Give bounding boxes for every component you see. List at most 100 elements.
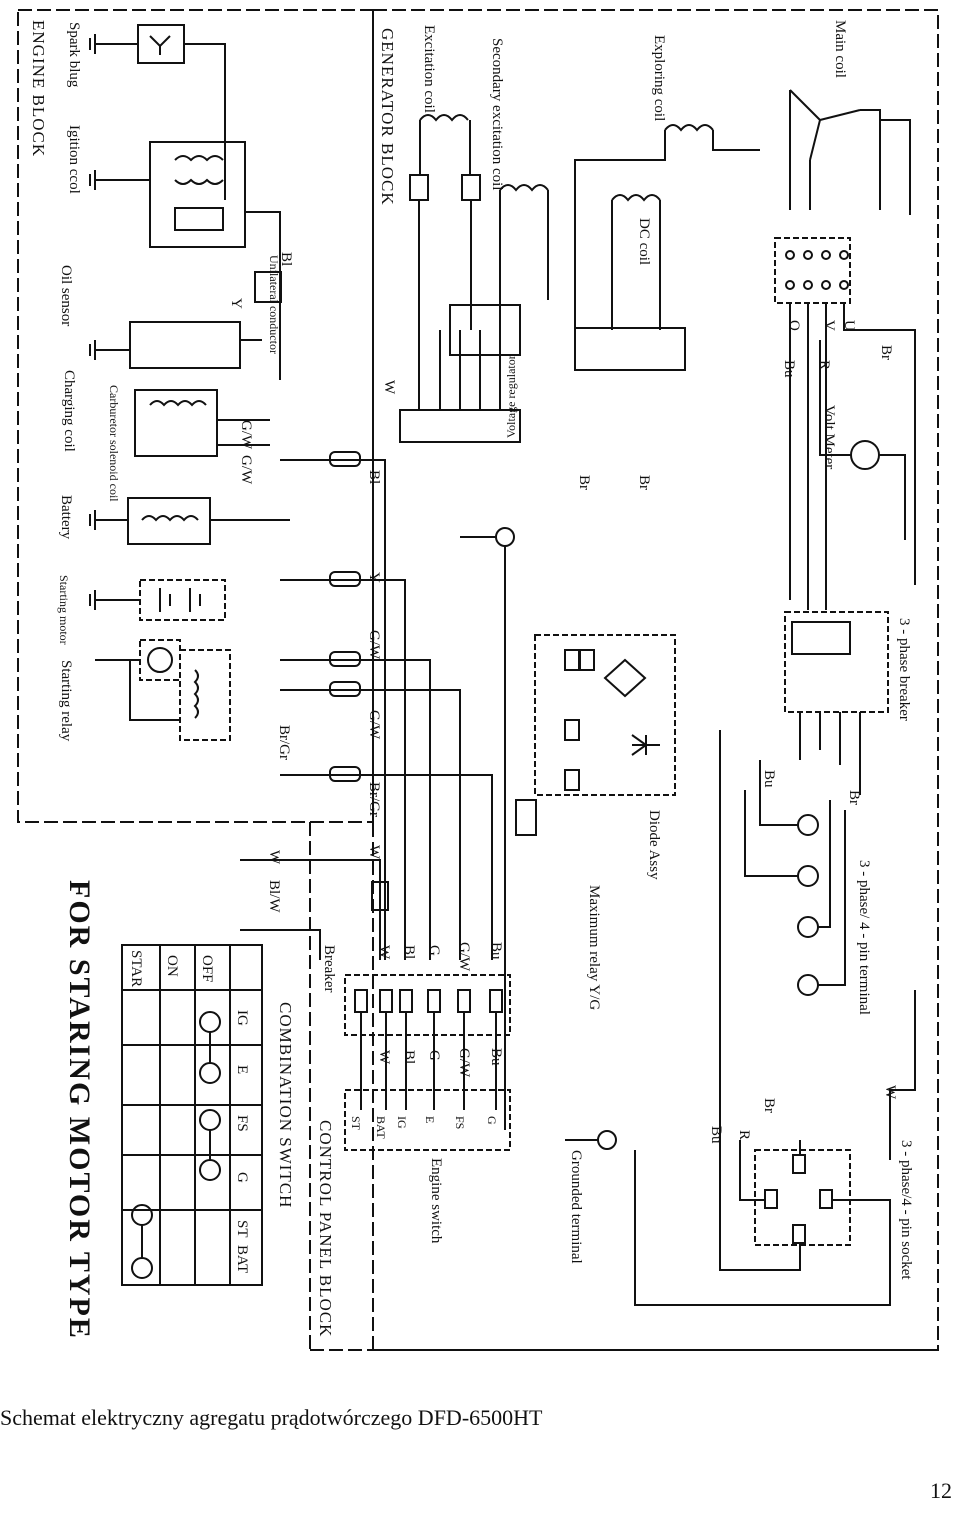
charging-coil-symbol (127, 497, 211, 545)
pin-st: ST (349, 1116, 363, 1131)
wire-label-br: Br (576, 475, 592, 490)
dc-coil-label: DC coil (636, 218, 652, 265)
engine-switch-label: Engine switch (428, 1158, 444, 1244)
charging-coil-label: Charging coil (61, 370, 77, 452)
harness-label-gw: G/W (456, 942, 472, 972)
wire-label-bl-2: Bl (366, 470, 382, 484)
col-ig: IG (234, 1010, 250, 1026)
volt-meter-label: Volt Meter (821, 405, 837, 469)
maximum-relay-symbol (515, 799, 537, 836)
wire-label-w: W (266, 850, 282, 865)
dc-coil-box (574, 327, 686, 371)
starting-motor-label: Starting motor (57, 575, 71, 645)
terminal-v (797, 865, 819, 887)
row-star: STAR (128, 950, 144, 987)
four-pin-terminal-label: 3 - phase/ 4 - pin terminal (856, 860, 872, 1015)
four-pin-socket-symbol (754, 1149, 851, 1246)
breaker-label: Breaker (321, 945, 337, 992)
harness-label-gw-2: G/W (456, 1048, 472, 1078)
harness-label-w: W (376, 945, 392, 960)
exploring-coil-label: Exploring coil (651, 35, 667, 121)
harness-label-w-2: W (376, 1050, 392, 1065)
row-off: OFF (199, 955, 215, 983)
connector-bank (344, 974, 511, 1036)
wire-label-r-2: R (736, 1130, 752, 1140)
unilateral-conductor-label: Unilateral conductor (267, 255, 281, 354)
volt-meter-symbol (850, 440, 880, 470)
page-number: 12 (930, 1478, 952, 1503)
wire-label-blw: Bl/W (266, 880, 282, 913)
figure-caption: Schemat elektryczny agregatu prądotwórcz… (0, 1405, 543, 1430)
harness-label-bl-2: Bl (401, 1050, 417, 1064)
col-e: E (234, 1065, 250, 1074)
wire-label-gw-1: G/W (238, 420, 254, 450)
wire-label-y-2: Y (366, 572, 382, 583)
three-phase-breaker-label: 3 - phase breaker (896, 618, 912, 721)
harness-label-g: G (426, 945, 442, 956)
generator-block-outline (372, 9, 939, 1351)
secondary-coil-label: Secondary excitation coil (489, 38, 505, 190)
wire-label-br-5: Br (846, 790, 862, 805)
carburetor-coil-label: Carburetor solenoid coil (107, 385, 121, 502)
pin-e: E (423, 1116, 437, 1123)
harness-label-bu: Bu (488, 942, 504, 960)
wire-label-bu-3: Bu (761, 770, 777, 788)
diagram-title: FOR STARING MOTOR TYPE (63, 880, 96, 1340)
starting-relay-symbol (179, 649, 231, 741)
voltage-regulator-symbol (399, 409, 521, 443)
diode-assy-symbol (534, 634, 676, 796)
ignition-coil-symbol (149, 141, 246, 248)
row-on: ON (164, 955, 180, 977)
engine-block-label: ENGINE BLOCK (29, 20, 48, 157)
ground-point (495, 527, 515, 547)
diode-assy-label: Diode Assy (646, 810, 662, 880)
engine-switch-symbol (344, 1089, 511, 1151)
starting-motor-symbol (147, 647, 173, 673)
wire-label-brgr: Br/Gr (366, 782, 382, 817)
main-terminal-strip (774, 237, 851, 304)
spark-plug-label: Spark blug (66, 22, 82, 88)
wire-label-bl: Bl (278, 252, 294, 266)
terminal-w (797, 916, 819, 938)
harness-label-g-2: G (426, 1050, 442, 1061)
ignition-coil-label: Igition ccol (66, 125, 82, 194)
breaker-symbol (371, 881, 389, 911)
voltage-regulator-label: Voltage regulator (504, 355, 518, 438)
wire-label-bu: Bu (781, 360, 797, 378)
wire-label-bu-2: Bu (708, 1126, 724, 1144)
wire-label-br-2: Br (636, 475, 652, 490)
main-coil-label: Main coil (832, 20, 848, 78)
battery-symbol (139, 579, 226, 621)
wire-label-gw-2: G/W (238, 455, 254, 485)
col-st: ST (234, 1220, 250, 1238)
wire-label-br-3: Br (878, 345, 894, 360)
oil-sensor-symbol (129, 321, 241, 369)
four-pin-socket-label: 3 - phase/4 - pin socket (898, 1140, 914, 1280)
maximum-relay-label: Maximum relay Y/G (586, 885, 602, 1010)
carburetor-coil-symbol (134, 389, 218, 457)
col-fs: FS (234, 1115, 250, 1132)
wire-label-w-4: W (882, 1085, 898, 1100)
col-bat: BAT (234, 1245, 250, 1273)
col-g: G (234, 1172, 250, 1183)
wire-label-r: R (816, 360, 832, 370)
pin-bat: BAT (374, 1116, 388, 1139)
three-phase-breaker-symbol (784, 611, 889, 713)
wire-label-gw-3: G/W (366, 630, 382, 660)
wire-label-brgr-2: Br/Gr (276, 725, 292, 760)
harness-label-bu-2: Bu (488, 1048, 504, 1066)
excitation-coil-label: Excitation coil (421, 25, 437, 113)
oil-sensor-label: Oil sensor (58, 265, 74, 326)
wire-label-v: V (821, 320, 837, 331)
grounded-terminal-symbol (597, 1130, 617, 1150)
pin-ig: IG (395, 1116, 409, 1129)
starting-relay-label: Starting relay (58, 660, 74, 742)
wiring-diagram: ENGINE BLOCK GENERATOR BLOCK CONTROL PAN… (17, 9, 939, 1351)
harness-label-bl: Bl (401, 945, 417, 959)
battery-label: Battery (58, 495, 74, 540)
pin-g: G (485, 1116, 499, 1125)
wire-label-br-4: Br (761, 1098, 777, 1113)
wire-label-o: O (786, 320, 802, 331)
wire-label-gw-4: G/W (366, 710, 382, 740)
control-panel-block-label: CONTROL PANEL BLOCK (316, 1120, 335, 1337)
